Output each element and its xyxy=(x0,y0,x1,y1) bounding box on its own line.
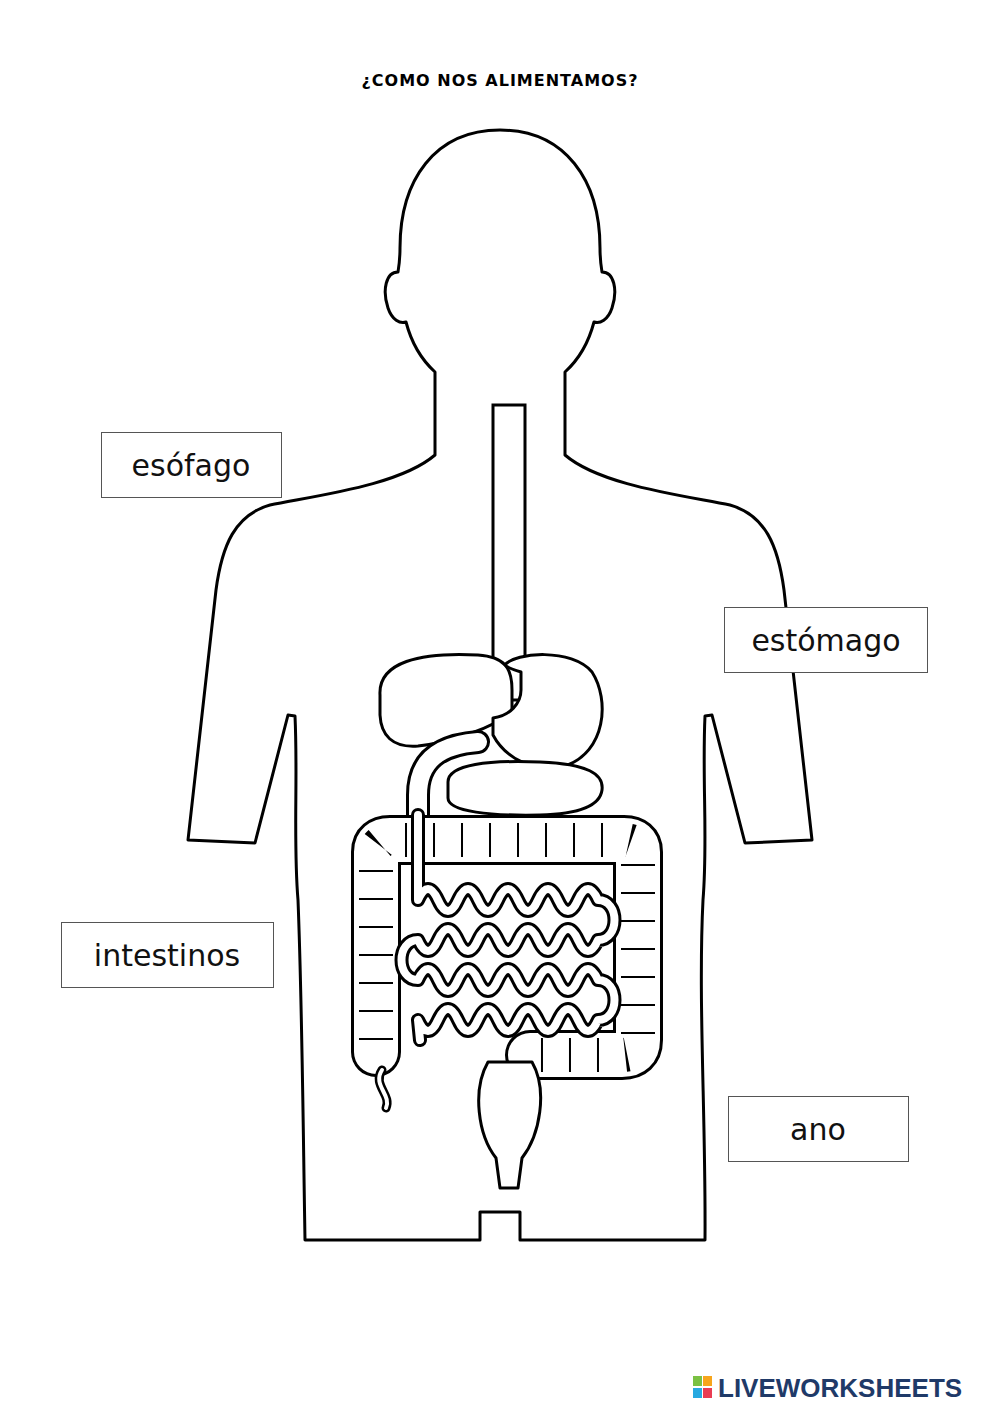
appendix-fill xyxy=(379,1070,387,1108)
label-box: ano xyxy=(728,1096,909,1162)
appendix-outline xyxy=(379,1070,387,1108)
body-silhouette xyxy=(188,130,812,1240)
stomach xyxy=(493,655,602,768)
label-box: estómago xyxy=(724,607,928,673)
pancreas xyxy=(448,762,602,816)
organ-name: estómago xyxy=(751,623,900,658)
label-box: esófago xyxy=(101,432,282,498)
worksheet-title: ¿COMO NOS ALIMENTAMOS? xyxy=(362,71,639,90)
label-box: intestinos xyxy=(61,922,274,988)
organ-name: ano xyxy=(790,1112,846,1147)
organ-name: esófago xyxy=(132,448,251,483)
small-intestine-outline xyxy=(402,815,615,1040)
logo-square xyxy=(693,1388,702,1398)
logo-square xyxy=(703,1376,712,1386)
rectum xyxy=(479,1062,541,1188)
small-intestine-fill xyxy=(402,815,615,1040)
organ-name: intestinos xyxy=(94,938,240,973)
watermark: LIVEWORKSHEETS xyxy=(718,1373,962,1404)
logo-square xyxy=(703,1388,712,1398)
logo-square xyxy=(693,1376,702,1386)
